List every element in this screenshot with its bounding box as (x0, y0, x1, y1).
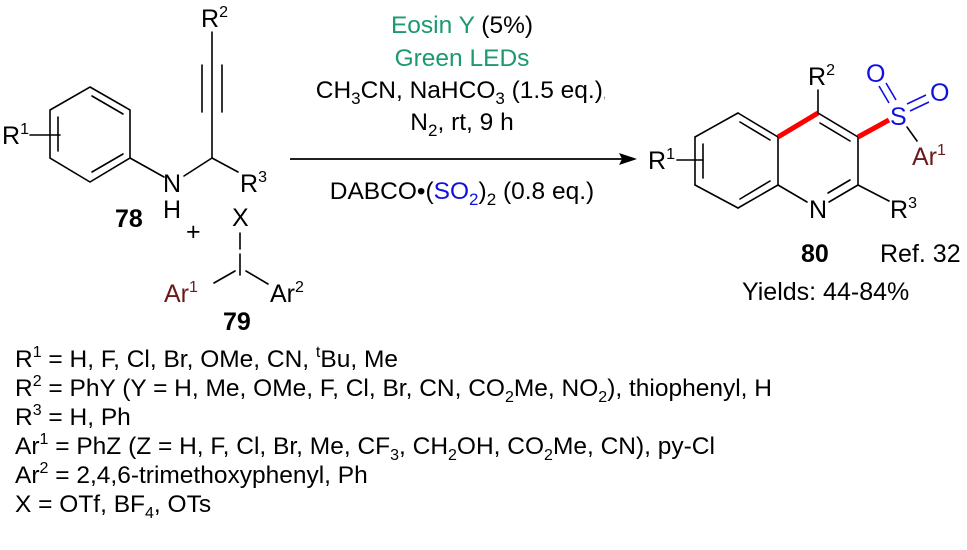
scope-r1: R1 = H, F, Cl, Br, OMe, CN, tBu, Me (15, 344, 398, 373)
r1-label: R1 (2, 121, 29, 150)
r2-label: R2 (201, 4, 228, 33)
sulfur-source-line: DABCO•(SO2)2 (0.8 eq.) (330, 178, 594, 209)
bond (777, 184, 808, 203)
compound-label-80: 80 (801, 240, 829, 268)
double-bond (819, 122, 851, 142)
s-ar1-bond (906, 126, 918, 142)
r1-label: R1 (648, 146, 675, 175)
s-o-double-bond (909, 101, 930, 112)
ch-r3-bond (211, 157, 239, 173)
new-bond-c4-c4a (776, 110, 820, 140)
amine-n: N (163, 170, 181, 198)
compound-label-79: 79 (223, 308, 251, 336)
arrow-head-icon (619, 153, 637, 165)
scope-x: X = OTf, BF4, OTs (15, 491, 211, 522)
bond (694, 112, 739, 138)
plus-sign: + (186, 218, 201, 246)
oxygen-atom-right: O (930, 79, 949, 107)
catalyst-line: Eosin Y (5%) (391, 12, 533, 39)
n-ch-bond (183, 157, 213, 177)
oxygen-atom-top: O (866, 60, 885, 88)
substrate-scope: R1 = H, F, Cl, Br, OMe, CN, tBu, Me R2 =… (15, 344, 772, 522)
solvent-base-line: CH3CN, NaHCO3 (1.5 eq.), (316, 77, 607, 108)
double-bond (91, 153, 124, 173)
scope-r3: R3 = H, Ph (15, 402, 131, 431)
bond (737, 184, 779, 209)
bond (828, 184, 859, 203)
ar1-label: Ar1 (164, 279, 198, 308)
ar1-label: Ar1 (912, 142, 946, 171)
ring-n: N (809, 196, 827, 224)
ar2-label: Ar2 (270, 279, 304, 308)
benzene-ring (49, 86, 131, 183)
r3-label: R3 (890, 195, 917, 224)
double-bond (739, 121, 771, 141)
s-o-double-bond (906, 94, 927, 105)
r3-label: R3 (240, 169, 267, 198)
scope-ar2: Ar2 = 2,4,6-trimethoxyphenyl, Ph (15, 460, 368, 489)
reference-label: Ref. 32 (880, 240, 961, 268)
sulfur-atom: S (890, 103, 907, 131)
new-bond-c3-s (856, 117, 891, 140)
compound-label-78: 78 (115, 205, 143, 233)
c2-r3-bond (857, 184, 890, 202)
atmosphere-time-line: N2, rt, 9 h (410, 109, 513, 140)
reactant-78: R1 N H R3 R2 78 (2, 4, 267, 233)
scope-ar1: Ar1 = PhZ (Z = H, F, Cl, Br, Me, CF3, CH… (15, 431, 715, 464)
i-ar2-bond (245, 270, 269, 285)
aryl-n-bond (129, 157, 165, 178)
double-bond (91, 95, 124, 115)
r2-label: R2 (808, 62, 835, 91)
double-bond (739, 180, 771, 200)
product-80: R1 N R2 R3 S O O Ar1 80 Ref. 32 Yields: … (648, 60, 961, 306)
bond (737, 112, 779, 138)
bond (694, 184, 739, 209)
reactant-79: X Ar1 Ar2 79 (164, 204, 304, 336)
reaction-conditions: Eosin Y (5%) Green LEDs CH3CN, NaHCO3 (1… (290, 12, 637, 209)
s-o-double-bond (878, 85, 890, 104)
yields-label: Yields: 44-84% (742, 278, 909, 306)
bond (817, 112, 859, 138)
s-o-double-bond (885, 82, 897, 101)
amine-h: H (163, 196, 181, 224)
counterion-x: X (232, 204, 249, 232)
double-bond (827, 179, 851, 194)
light-source: Green LEDs (395, 45, 530, 72)
i-ar1-bond (213, 270, 236, 284)
scope-r2: R2 = PhY (Y = H, Me, OMe, F, Cl, Br, CN,… (15, 373, 772, 406)
